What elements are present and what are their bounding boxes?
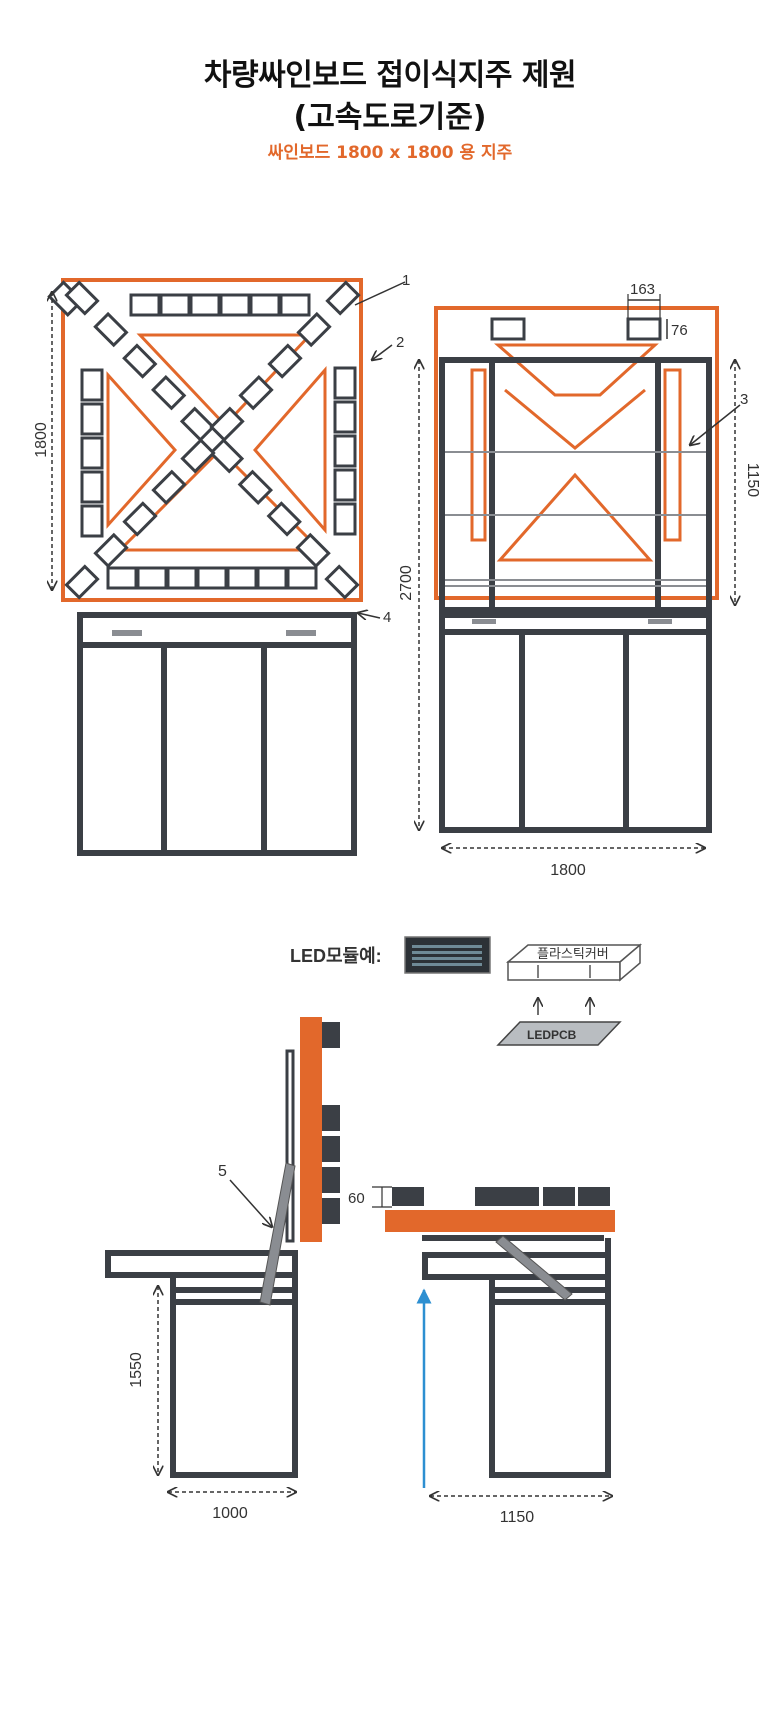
folded-right-strut [495,1235,573,1301]
led-example: LED모듈예: 플라스틱커버 LEDPCB [290,936,643,1046]
led-pcb [496,1021,622,1046]
front-right-modules [333,366,357,536]
dim-1150: 1150 [744,463,761,498]
diagonal-led-module [93,532,129,569]
diagonal-led-module [93,311,129,348]
diagonal-led-module [122,343,158,379]
front-view: 1800 1 2 4 [33,272,410,856]
diagonal-led-module [237,469,274,506]
dim-60: 60 [348,1190,365,1207]
diagonal-led-module [64,280,100,316]
callout-2: 2 [396,334,404,351]
diagonal-led-module [122,501,158,537]
diagonal-led-module [179,406,216,442]
diagonal-led-module [324,564,360,600]
dim-76: 76 [671,322,688,339]
page-title: 차량싸인보드 접이식지주 제원 [203,58,577,93]
callout-3: 3 [740,391,748,408]
folded-right-modules [392,1187,610,1206]
led-pcb-label: LEDPCB [527,1028,577,1042]
folded-left-strut [259,1162,296,1306]
folded-left-dim-width: 1000 [212,1505,248,1522]
led-dot-grid [412,945,482,966]
plastic-cover-label: 플라스틱커버 [537,946,609,961]
front-dim-height: 1800 [33,422,50,458]
rear-crossbars [445,451,706,587]
subtitle: 싸인보드 1800 x 1800 용 지주 [267,143,513,163]
diagonal-led-module [180,438,216,474]
folded-board [300,1017,322,1242]
front-top-modules [129,293,311,317]
diagonal-led-module [208,438,245,474]
led-module-image [404,936,491,974]
front-hinge-right [286,630,316,636]
rear-view: 163 76 1150 2700 1800 3 [398,281,761,879]
folded-board-modules [322,1022,340,1224]
folded-right-frame [422,1235,611,1478]
folded-right-board [385,1210,615,1232]
front-diagonal-modules [64,280,361,600]
front-left-modules [80,368,104,538]
rear-frame [439,357,712,833]
rear-module-right [626,317,662,341]
front-board-outline [61,278,363,602]
diagonal-led-module [267,343,303,379]
rear-hinge-right [648,619,672,624]
rear-orange-shapes [470,343,682,562]
rear-hinge-left [472,619,496,624]
diagonal-led-module [296,311,332,348]
diagonal-led-module [151,469,187,506]
diagonal-led-module [238,374,274,411]
folded-left-dim-height: 1550 [128,1352,145,1388]
diagonal-led-module [266,501,302,537]
front-bottom-modules [106,566,318,590]
diagonal-led-module [325,280,361,316]
callout-4: 4 [383,609,391,626]
diagonal-led-module [150,374,187,411]
diagonal-led-module [295,532,331,569]
led-label: LED모듈예: [290,946,382,966]
folded-left-view: 5 1550 1000 [105,1017,340,1522]
folded-left-frame [105,1250,298,1478]
rear-board-outline [434,306,719,600]
folded-right-view: 60 1150 [348,1186,615,1526]
diagonal-led-module [64,564,100,600]
front-hinge-left [112,630,142,636]
folded-right-dim-width: 1150 [500,1509,535,1526]
front-frame [77,612,357,856]
plastic-cover [505,943,643,982]
callout-1: 1 [402,272,410,289]
dim-163: 163 [630,281,655,298]
diagonal-led-module [209,406,245,442]
page-title-sub: (고속도로기준) [293,100,487,135]
dim-2700: 2700 [398,565,415,601]
dim-width-1800: 1800 [550,862,586,879]
rear-module-left [490,317,526,341]
callout-5: 5 [218,1163,227,1180]
